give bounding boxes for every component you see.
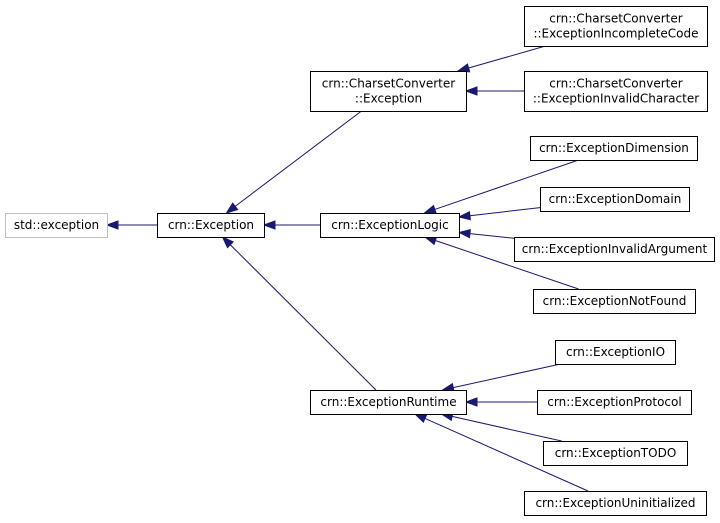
node-label: crn::ExceptionDomain <box>549 192 682 206</box>
node-label: crn::ExceptionProtocol <box>547 395 681 409</box>
node-label: ::Exception <box>355 92 422 106</box>
node-box <box>320 213 460 238</box>
edge-exception-to-std-exception <box>105 220 157 230</box>
node-label: crn::ExceptionTODO <box>555 446 677 460</box>
node-label: crn::ExceptionDimension <box>539 141 689 155</box>
edge-protocol-to-runtime <box>464 397 537 407</box>
arrowhead-icon <box>413 413 428 423</box>
node-box <box>5 213 108 238</box>
node-box <box>537 390 692 415</box>
arrowhead-icon <box>105 220 119 230</box>
node-label: ::ExceptionInvalidCharacter <box>533 92 699 106</box>
arrowhead-icon <box>457 228 471 239</box>
node-io[interactable]: crn::ExceptionIO <box>555 340 676 365</box>
arrowhead-icon <box>423 204 437 214</box>
node-box <box>524 491 707 516</box>
node-box <box>310 390 467 415</box>
edge-runtime-to-exception <box>221 235 377 391</box>
edge-io-to-runtime <box>441 363 561 393</box>
node-box <box>514 237 715 262</box>
edge-line <box>453 363 561 389</box>
arrowhead-icon <box>457 210 471 221</box>
arrowhead-icon <box>464 397 478 407</box>
arrowhead-icon <box>262 220 276 230</box>
edge-cc-invalid-to-cc-exception <box>464 86 524 96</box>
node-box <box>533 289 696 314</box>
node-invalid-arg[interactable]: crn::ExceptionInvalidArgument <box>514 237 715 262</box>
node-dimension[interactable]: crn::ExceptionDimension <box>530 136 698 161</box>
node-label: crn::CharsetConverter <box>322 77 455 91</box>
node-label: crn::ExceptionUninitialized <box>535 496 695 510</box>
node-label: crn::ExceptionLogic <box>331 218 448 232</box>
node-label: crn::ExceptionIO <box>566 345 665 359</box>
edge-line <box>234 110 362 207</box>
node-label: crn::CharsetConverter <box>549 12 682 26</box>
arrowhead-icon <box>464 86 478 96</box>
edge-line <box>435 240 579 290</box>
edge-not-found-to-logic <box>423 236 579 290</box>
edges-layer <box>105 45 589 492</box>
arrowhead-icon <box>225 202 239 214</box>
node-label: ::ExceptionIncompleteCode <box>533 27 698 41</box>
node-cc-invalid[interactable]: crn::CharsetConverter::ExceptionInvalidC… <box>524 71 708 112</box>
edge-cc-incomplete-to-cc-exception <box>456 45 546 73</box>
node-cc-incomplete[interactable]: crn::CharsetConverter::ExceptionIncomple… <box>524 6 708 47</box>
arrowhead-icon <box>456 63 471 73</box>
edge-line <box>229 244 377 391</box>
node-uninitialized[interactable]: crn::ExceptionUninitialized <box>524 491 707 516</box>
node-exception[interactable]: crn::Exception <box>157 213 265 238</box>
node-todo[interactable]: crn::ExceptionTODO <box>543 441 688 466</box>
node-box <box>524 71 708 112</box>
node-std-exception[interactable]: std::exception <box>5 213 108 238</box>
edge-logic-to-exception <box>262 220 320 230</box>
node-label: crn::CharsetConverter <box>549 77 682 91</box>
edge-cc-exception-to-exception <box>225 110 362 214</box>
edge-line <box>468 45 546 69</box>
edge-line <box>469 233 515 239</box>
node-protocol[interactable]: crn::ExceptionProtocol <box>537 390 692 415</box>
edge-invalid-arg-to-logic <box>457 228 515 239</box>
edge-line <box>434 159 579 210</box>
node-label: crn::ExceptionRuntime <box>320 395 456 409</box>
edge-todo-to-runtime <box>439 411 562 442</box>
node-box <box>310 71 467 112</box>
node-cc-exception[interactable]: crn::CharsetConverter::Exception <box>310 71 467 112</box>
node-label: crn::ExceptionNotFound <box>543 294 687 308</box>
node-runtime[interactable]: crn::ExceptionRuntime <box>310 390 467 415</box>
node-label: crn::Exception <box>168 218 254 232</box>
node-box <box>543 441 688 466</box>
node-box <box>524 6 708 47</box>
node-domain[interactable]: crn::ExceptionDomain <box>540 187 690 212</box>
node-box <box>530 136 698 161</box>
node-box <box>555 340 676 365</box>
node-label: std::exception <box>14 218 99 232</box>
edge-line <box>424 418 589 492</box>
arrowhead-icon <box>221 235 235 249</box>
nodes-layer: std::exception crn::Exception crn::Charset… <box>5 6 715 516</box>
edge-line <box>469 207 541 217</box>
node-not-found[interactable]: crn::ExceptionNotFound <box>533 289 696 314</box>
node-label: crn::ExceptionInvalidArgument <box>522 242 708 256</box>
node-box <box>540 187 690 212</box>
node-logic[interactable]: crn::ExceptionLogic <box>320 213 460 238</box>
edge-domain-to-logic <box>457 207 541 221</box>
node-box <box>157 213 265 238</box>
edge-line <box>452 415 562 442</box>
